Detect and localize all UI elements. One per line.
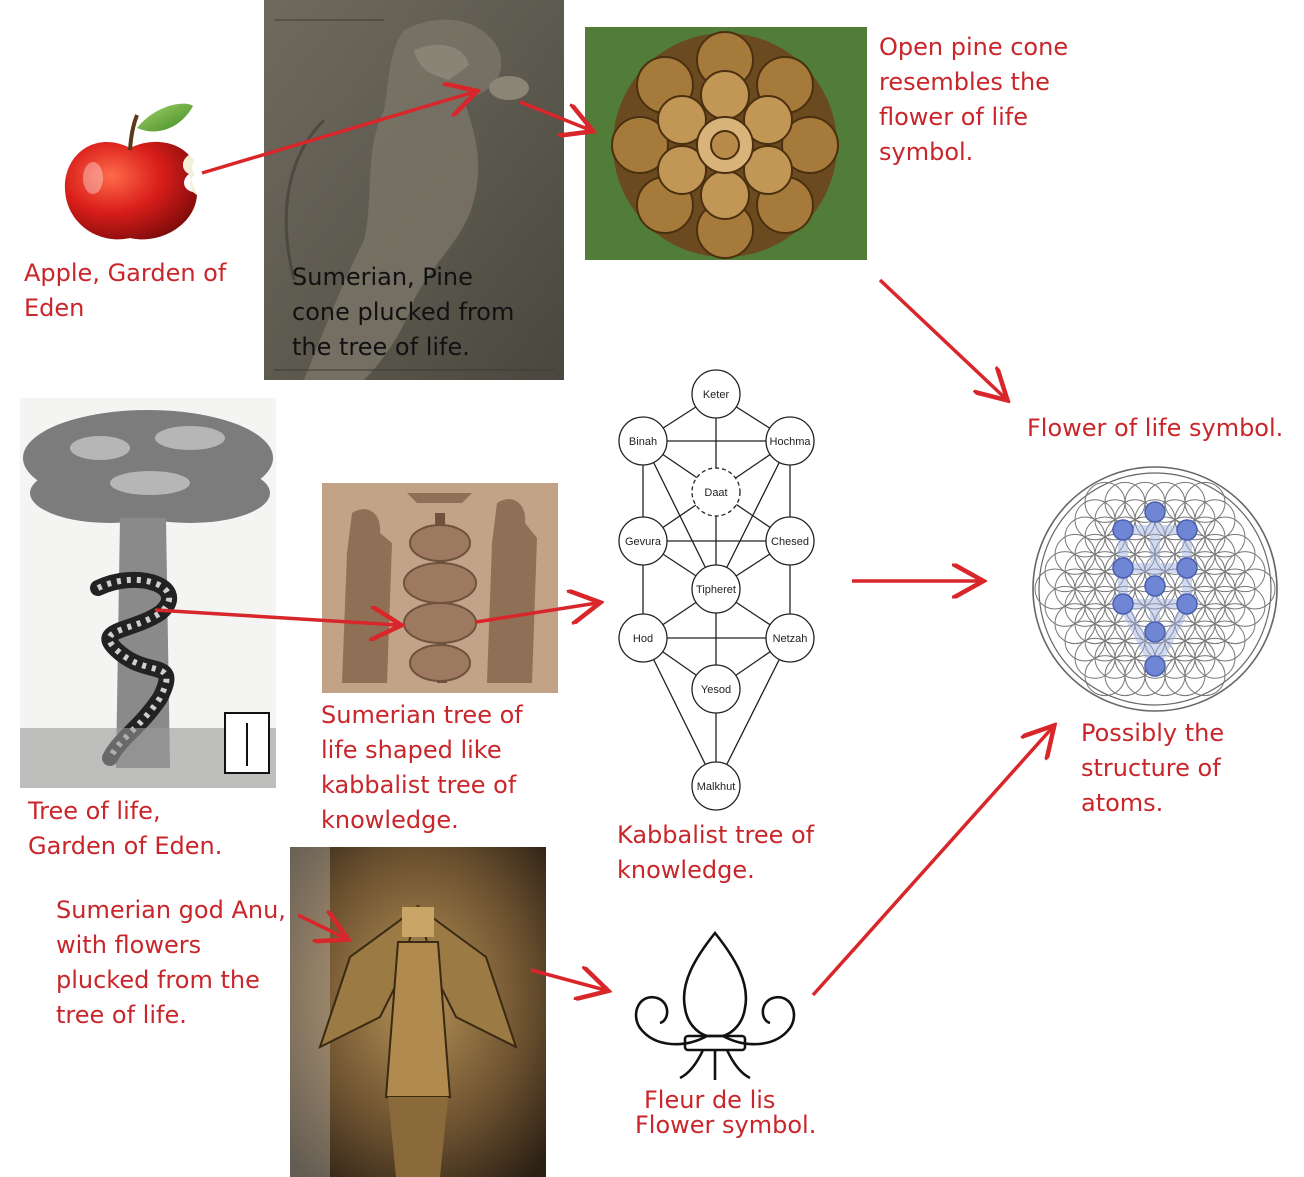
- anu-relief-image: [290, 847, 546, 1177]
- label-netzah: Netzah: [773, 633, 808, 645]
- sefira-netzah: [765, 613, 815, 663]
- sefira-yesod: [691, 664, 741, 714]
- flower-lattice-circle: [1164, 655, 1206, 697]
- label-daat: Daat: [704, 487, 727, 499]
- caption-sumerian-pine: Sumerian, Pine cone plucked from the tre…: [292, 263, 515, 361]
- arrow-fleur-to-flower: [811, 728, 1052, 997]
- sefira-hochma: [765, 416, 815, 466]
- sefira-hod: [618, 613, 668, 663]
- label-keter: Keter: [703, 389, 730, 401]
- sefira-chesed: [765, 516, 815, 566]
- sumerian-pine-relief-image: [264, 0, 564, 380]
- sefira-daat: [691, 467, 741, 517]
- label-binah: Binah: [629, 436, 657, 448]
- sefira-tipheret: [691, 564, 741, 614]
- label-hod: Hod: [633, 633, 653, 645]
- caption-sumerian-tree: Sumerian tree of life shaped like kabbal…: [321, 701, 523, 834]
- caption-atoms: Possibly the structure of atoms.: [1081, 719, 1225, 817]
- caption-flower-of-life: Flower of life symbol.: [1027, 414, 1284, 442]
- caption-kabbalist-tree: Kabbalist tree of knowledge.: [617, 821, 815, 884]
- pine-cone-image: [585, 27, 867, 260]
- sefira-malkhut: [691, 761, 741, 811]
- caption-apple: Apple, Garden of Eden: [24, 259, 227, 322]
- apple-image: [64, 103, 198, 240]
- caption-fleur-line2: Flower symbol.: [635, 1111, 817, 1139]
- caption-anu: Sumerian god Anu, with flowers plucked f…: [56, 896, 286, 1029]
- caption-fleur-line1: Fleur de lis: [644, 1086, 776, 1114]
- caption-tree-of-life: Tree of life, Garden of Eden.: [28, 797, 223, 860]
- label-gevura: Gevura: [625, 536, 662, 548]
- label-malkhut: Malkhut: [697, 781, 736, 793]
- sefira-binah: [618, 416, 668, 466]
- label-yesod: Yesod: [701, 684, 731, 696]
- label-tipheret: Tipheret: [696, 584, 736, 596]
- fleur-de-lis-symbol: [634, 930, 796, 1080]
- tree-of-life-engraving-image: [20, 398, 276, 788]
- label-chesed: Chesed: [771, 536, 809, 548]
- sumerian-tree-relief-image: [322, 483, 558, 693]
- sefira-keter: [691, 369, 741, 419]
- flower-of-life-symbol: [1032, 466, 1278, 712]
- arrow-pinecone-to-flower: [878, 278, 1005, 398]
- sefira-gevura: [618, 516, 668, 566]
- caption-pine-cone: Open pine cone resembles the flower of l…: [879, 33, 1069, 166]
- label-hochma: Hochma: [770, 436, 812, 448]
- flower-lattice-circle: [1184, 655, 1226, 697]
